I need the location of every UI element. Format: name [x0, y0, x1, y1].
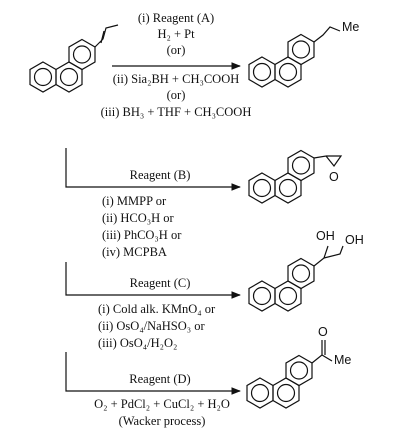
condition-oso4-nahso3: (ii) OsO₄/NaHSO₃ or: [98, 319, 205, 333]
reactant-vinylphenanthrene: [29, 24, 119, 93]
hydroxyl-label-1: OH: [316, 229, 335, 243]
reagent-b-label: Reagent (B): [129, 168, 191, 182]
reaction-3-arrow: [65, 262, 241, 299]
reaction-2-arrow: [65, 148, 241, 191]
or-label-1: (or): [166, 43, 186, 57]
product-methyl-ketone: [246, 340, 333, 409]
reagent-c-label: Reagent (C): [129, 276, 191, 290]
reagent-d-label: Reagent (D): [129, 372, 191, 386]
condition-mcpba: (iv) MCPBA: [102, 245, 167, 259]
reaction-4-arrow: [65, 352, 241, 395]
product-diol: [248, 245, 344, 312]
reagent-a-label: (i) Reagent (A): [137, 11, 215, 25]
condition-hco3h: (ii) HCO₃H or: [102, 211, 174, 225]
condition-oso4-h2o2: (iii) OsO₄/H₂O₂: [98, 336, 178, 350]
condition-bh3-thf: (iii) BH₃ + THF + CH₃COOH: [100, 105, 252, 119]
wacker-process-label: (Wacker process): [118, 414, 206, 428]
condition-kmno4: (i) Cold alk. KMnO₄ or: [98, 302, 216, 316]
methyl-label: Me: [342, 20, 360, 34]
condition-h2-pt: H₂ + Pt: [157, 27, 195, 41]
condition-phco3h: (iii) PhCO₃H or: [102, 228, 182, 242]
condition-wacker-reagents: O₂ + PdCl₂ + CuCl₂ + H₂O: [94, 397, 230, 411]
ketone-oxygen-label: O: [318, 325, 328, 339]
epoxide-oxygen-label: O: [329, 170, 339, 184]
condition-sia2bh: (ii) Sia₂BH + CH₃COOH: [112, 72, 240, 86]
or-label-2: (or): [166, 88, 186, 102]
product-epoxide: [248, 149, 343, 204]
hydroxyl-label-2: OH: [345, 233, 364, 247]
product-ethylphenanthrene: [248, 26, 341, 88]
ketone-methyl-label: Me: [334, 353, 352, 367]
condition-mmpp: (i) MMPP or: [102, 194, 167, 208]
